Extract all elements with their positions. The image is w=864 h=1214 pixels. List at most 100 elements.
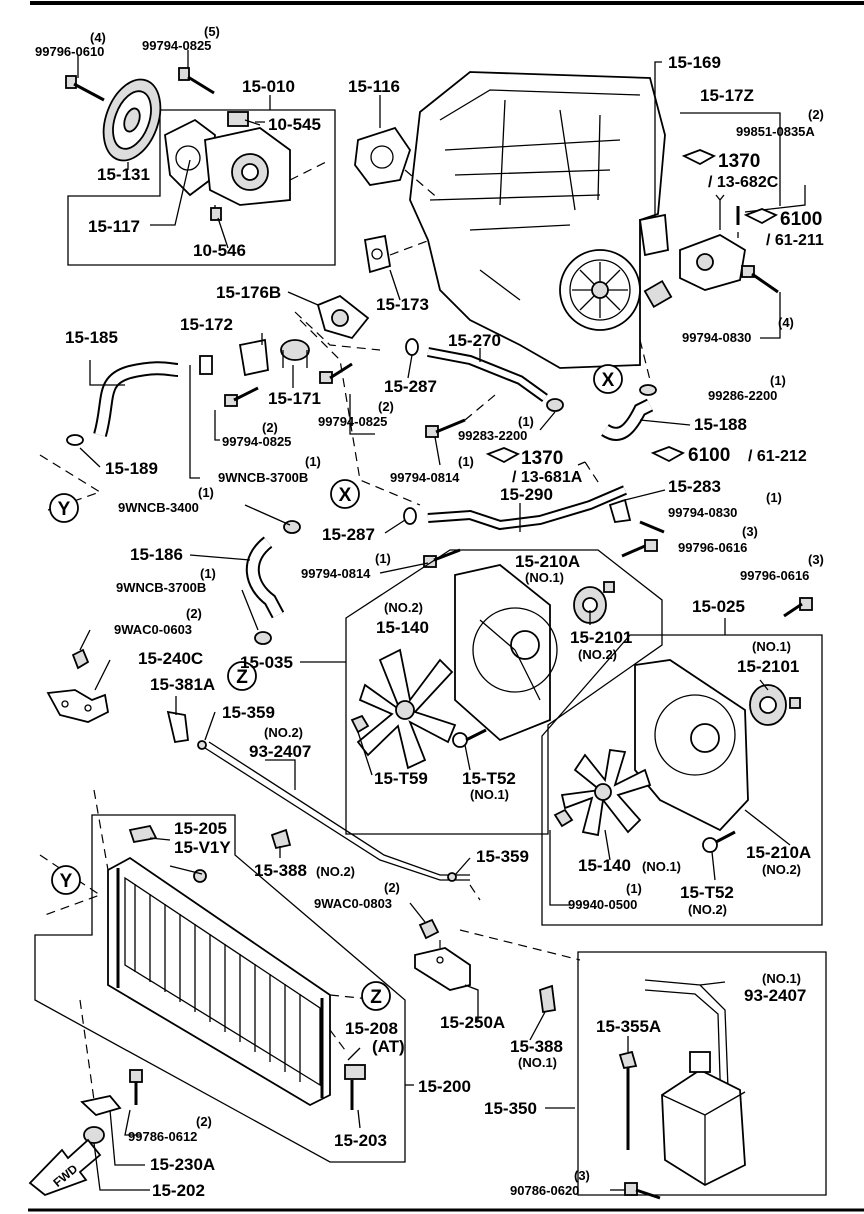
radiator <box>107 856 331 1107</box>
bracket-15-283 <box>608 498 632 523</box>
svg-text:/ 13-682C: / 13-682C <box>708 174 779 191</box>
svg-text:(4): (4) <box>778 315 794 330</box>
clip-15-388-no1 <box>539 984 557 1014</box>
svg-text:(1): (1) <box>770 373 786 388</box>
svg-text:(NO.2): (NO.2) <box>316 864 355 879</box>
marker-y-radiator: Y <box>51 865 81 895</box>
overflow-tube-93-2407-no1 <box>644 979 731 1141</box>
svg-text:/ 13-681A: / 13-681A <box>512 469 583 486</box>
bracket-15-240c <box>46 689 110 723</box>
label-99794-0830: 99794-0830 <box>682 330 751 345</box>
svg-text:Z: Z <box>236 667 248 688</box>
bolt-99796-0616a <box>621 539 658 558</box>
bolt-99796-0616b <box>783 597 813 618</box>
label-15-359: 15-359 <box>476 847 529 866</box>
label-99796-0616: 99796-0616 <box>678 540 747 555</box>
label-15-290: 15-290 <box>500 485 553 504</box>
svg-text:6100: 6100 <box>780 209 822 230</box>
hose-15-381a <box>166 710 189 744</box>
label-93-2407: 93-2407 <box>744 986 806 1005</box>
bolt-99794-0814b <box>423 548 461 568</box>
label-99794-0814: 99794-0814 <box>301 566 371 581</box>
ref-1370-13-682c: 1370 / 13-682C <box>681 149 779 191</box>
fan-box-no2 <box>541 634 823 926</box>
label-15-189: 15-189 <box>105 459 158 478</box>
dowel-10-546 <box>210 207 222 221</box>
label-15-202: 15-202 <box>152 1181 205 1200</box>
marker-z-left: Z <box>227 661 257 691</box>
fan-motor-no1 <box>749 684 801 726</box>
label-15-010: 15-010 <box>242 77 295 96</box>
label-15-t52: 15-T52 <box>462 769 516 788</box>
svg-text:(5): (5) <box>204 24 220 39</box>
drain-plug-15-203 <box>344 1064 366 1110</box>
coolant-reservoir <box>661 1051 746 1187</box>
radiator-box <box>34 814 406 1163</box>
label-99794-0814: 99794-0814 <box>390 470 460 485</box>
svg-text:(2): (2) <box>196 1114 212 1129</box>
label-at: (AT) <box>372 1037 405 1056</box>
crankshaft-pulley <box>102 78 162 162</box>
label-9wncb-3400: 9WNCB-3400 <box>118 500 199 515</box>
svg-text:(2): (2) <box>384 880 400 895</box>
svg-text:(NO.1): (NO.1) <box>762 971 801 986</box>
label-15-025: 15-025 <box>692 597 745 616</box>
bolt-99794-0825a <box>178 67 215 95</box>
svg-text:(NO.2): (NO.2) <box>688 902 727 917</box>
label-15-t59: 15-T59 <box>374 769 428 788</box>
gasket-15-169 <box>638 213 669 257</box>
overflow-tube-93-2407-no2 <box>204 741 470 881</box>
svg-text:(NO.2): (NO.2) <box>384 600 423 615</box>
label-99794-0825: 99794-0825 <box>318 414 387 429</box>
marker-z-radiator: Z <box>361 981 391 1011</box>
dowel-10-545 <box>227 111 249 127</box>
outlet-pipe-stub <box>643 279 673 309</box>
label-93-2407: 93-2407 <box>249 742 311 761</box>
nut-9wac0-0603 <box>71 648 90 670</box>
label-15-171: 15-171 <box>268 389 321 408</box>
bolt-90786-0620 <box>624 1182 661 1200</box>
o-ring-15-287b <box>403 507 417 525</box>
fan-box-no1 <box>345 549 663 835</box>
svg-text:Y: Y <box>58 499 71 520</box>
label-10-546: 10-546 <box>193 241 246 260</box>
label-90786-0620: 90786-0620 <box>510 1183 579 1198</box>
label-15-250a: 15-250A <box>440 1013 505 1032</box>
label-15-188: 15-188 <box>694 415 747 434</box>
label-15-169: 15-169 <box>668 53 721 72</box>
water-pump-box <box>67 109 336 266</box>
o-ring-15-287a <box>405 338 419 356</box>
label-15-172: 15-172 <box>180 315 233 334</box>
forward-arrow <box>28 1138 102 1197</box>
clip-15-388-no2 <box>270 828 292 850</box>
bolt-99796-0610 <box>65 75 105 102</box>
bracket-15-230a <box>80 1095 122 1117</box>
nut-15-t59 <box>350 714 370 734</box>
label-15-035: 15-035 <box>240 653 293 672</box>
hose-end-15-359b <box>447 872 457 882</box>
bolt-99794-0825b <box>224 386 259 407</box>
svg-text:/ 61-212: / 61-212 <box>748 448 807 465</box>
label-15-359: 15-359 <box>222 703 275 722</box>
marker-x-upper: X <box>593 364 623 394</box>
svg-text:(1): (1) <box>518 414 534 429</box>
label-99794-0825: 99794-0825 <box>142 38 211 53</box>
label-99796-0616: 99796-0616 <box>740 568 809 583</box>
label-15-140: 15-140 <box>376 618 429 637</box>
label-15-210a: 15-210A <box>515 552 580 571</box>
label-99786-0612: 99786-0612 <box>128 1129 197 1144</box>
label-15-2101: 15-2101 <box>570 628 632 647</box>
label-15-2101: 15-2101 <box>737 657 799 676</box>
bracket-15-17z <box>680 112 781 206</box>
fan-shroud-no1 <box>454 564 558 742</box>
bolt-99794-0825c <box>319 362 353 384</box>
svg-text:/ 61-211: / 61-211 <box>766 232 824 249</box>
svg-text:(NO.1): (NO.1) <box>525 570 564 585</box>
svg-text:(1): (1) <box>200 566 216 581</box>
label-15-350: 15-350 <box>484 1099 537 1118</box>
svg-text:Z: Z <box>370 987 382 1008</box>
label-15-203: 15-203 <box>334 1131 387 1150</box>
leader-lines <box>77 50 806 1191</box>
label-15-176b: 15-176B <box>216 283 281 302</box>
